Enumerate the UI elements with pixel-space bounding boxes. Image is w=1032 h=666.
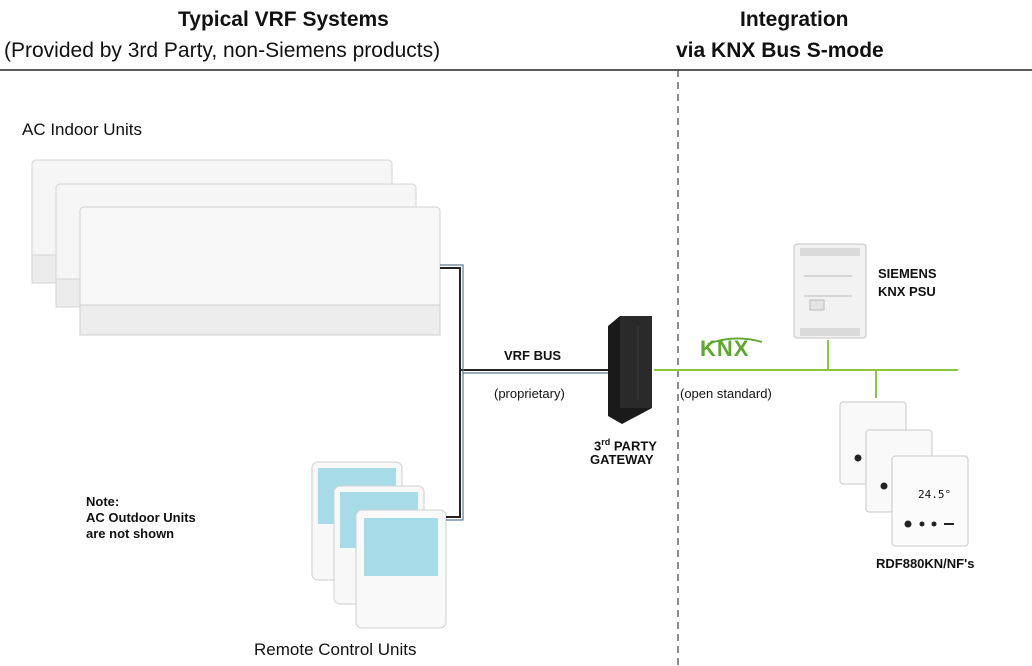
proprietary-label: (proprietary) — [494, 386, 565, 401]
vrf-bus-label: VRF BUS — [504, 348, 562, 363]
rdf-units-label: RDF880KN/NF's — [876, 556, 975, 571]
ac-indoor-units-label: AC Indoor Units — [22, 120, 142, 139]
note-line2: AC Outdoor Units — [86, 510, 196, 525]
gateway-label-line2: GATEWAY — [590, 452, 654, 467]
rdf-thermostat-1 — [891, 455, 969, 547]
gateway-label: 3rd PARTY — [594, 437, 657, 454]
note-label: Note: — [86, 494, 120, 509]
knx-psu-device — [793, 243, 867, 339]
gateway-device — [608, 316, 652, 424]
left-title: Typical VRF Systems — [178, 8, 389, 31]
remote-control-unit-1 — [355, 509, 447, 629]
knx-logo-swoosh — [707, 337, 763, 345]
left-subtitle: (Provided by 3rd Party, non-Siemens prod… — [4, 39, 441, 62]
note-line3: are not shown — [86, 526, 175, 541]
thermostat-display-temp: 24.5° — [918, 488, 952, 501]
remote-control-units-label: Remote Control Units — [254, 640, 417, 659]
knx-bus-line — [654, 340, 958, 398]
ac-indoor-unit-1 — [79, 206, 441, 336]
right-title: Integration — [740, 8, 849, 31]
vrf-bus-wiring — [440, 264, 612, 521]
right-subtitle: via KNX Bus S-mode — [676, 39, 884, 62]
knx-logo: KNX — [700, 336, 750, 361]
open-standard-label: (open standard) — [680, 386, 772, 401]
siemens-label: SIEMENS — [878, 266, 937, 281]
knx-psu-label: KNX PSU — [878, 284, 936, 299]
